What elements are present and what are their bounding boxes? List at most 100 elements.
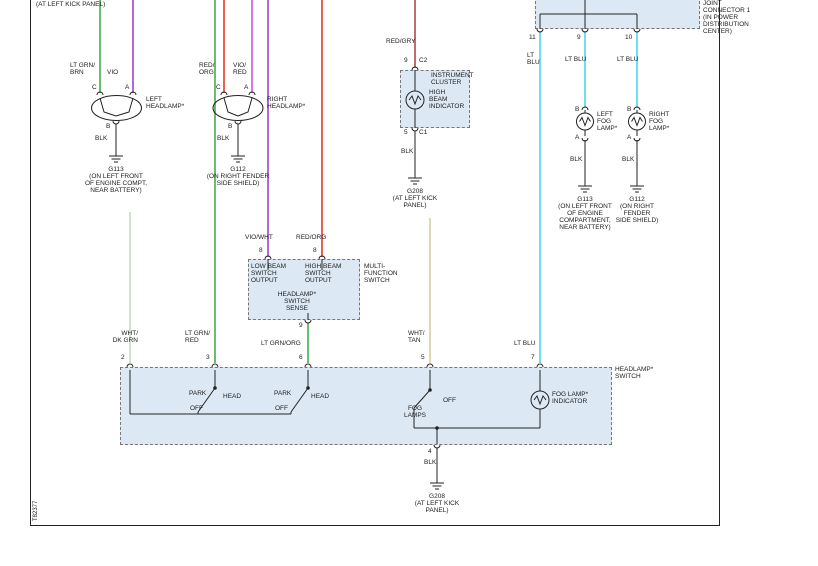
label-line: LAMP* [597,125,618,132]
left-headlamp-pin-c: C [92,84,97,91]
left-fog-pin-a: A [575,134,580,141]
label-line: RIGHT [267,96,288,103]
left-headlamp-pin-b: B [106,123,111,130]
label-line: SWITCH [364,277,390,284]
label-line: LT GRN/ [185,330,211,337]
wire-label-wht-dk-grn: WHT/ DK GRN [104,330,138,344]
label-line: RED [185,337,199,344]
ground-g208-switch: G208 (AT LEFT KICK PANEL) [397,493,477,514]
cluster-pin-5: 5 [404,129,408,136]
label-line: SWITCH [305,270,331,277]
mfs-pin-9: 9 [299,322,303,329]
label-line: LEFT [597,111,613,118]
switch-pin-5: 5 [421,354,425,361]
wire-label-blk-switch: BLK [424,459,437,466]
right-fog-pin-b: B [627,106,632,113]
label-line: LT GRN/ [70,62,96,69]
label-line: DISTRIBUTION [703,21,749,28]
switch-pin-4: 4 [428,448,432,455]
sw2-head-label: HEAD [311,393,330,400]
right-headlamp-pin-b: B [228,123,233,130]
mfs-pin-8-low: 8 [259,247,263,254]
ground-g112-right-fog: G112 (ON RIGHT FENDER SIDE SHIELD) [599,196,675,224]
high-beam-indicator-label: HIGH BEAM INDICATOR [429,89,464,110]
label-line: BEAM [429,96,448,103]
label-line: OUTPUT [305,277,332,284]
switch-pin-6: 6 [299,354,303,361]
label-line: ORG [199,69,214,76]
label-line: FOG [407,405,423,412]
label-line: (AT LEFT KICK [414,500,460,507]
wire-label-blk-right-fog: BLK [622,156,635,163]
ground-g112-right-headlamp: G112 (ON RIGHT FENDER SIDE SHIELD) [198,166,278,187]
right-fog-lamp-label: RIGHT FOG LAMP* [649,111,669,132]
joint-connector-label: JOINT CONNECTOR 1 (IN POWER DISTRIBUTION… [703,0,750,35]
label-line: (ON RIGHT [620,203,654,210]
label-line: G113 [577,196,593,203]
label-line: RED [233,69,247,76]
high-beam-output-label: HIGH BEAM SWITCH OUTPUT [305,263,341,284]
headlamp-switch-symbol [126,363,550,490]
label-line: MULTI- [364,263,386,270]
label-line: BRN [70,69,84,76]
left-headlamp-symbol [91,91,142,163]
page-border [30,0,720,526]
label-line: WHT/ [121,330,138,337]
label-line: HEADLAMP* [146,103,185,110]
label-line: HEADLAMP* [267,103,306,110]
wire-label-red-org-mfs: RED/ORG [296,234,327,241]
left-fog-lamp-symbol [576,106,594,193]
label-line: (ON LEFT FRONT [89,173,143,180]
wire-label-vio-red: VIO/ RED [233,62,247,76]
kick-panel-note: (AT LEFT KICK PANEL) [36,1,106,8]
ground-g208-cluster: G208 (AT LEFT KICK PANEL) [375,188,455,209]
wire-label-lt-grn-brn: LT GRN/ BRN [70,62,95,76]
sw1-park-label: PARK [189,390,207,397]
label-line: SWITCH [251,270,277,277]
label-line: JOINT [703,0,722,7]
label-line: RIGHT [649,111,670,118]
wire-label-lt-blu-pin7: LT BLU [514,340,536,347]
label-line: G208 [407,188,423,195]
right-headlamp-pin-c: C [216,84,221,91]
label-line: CONNECTOR 1 [703,7,751,14]
wire-label-lt-blu-left-fog: LT BLU [565,56,587,63]
right-headlamp-symbol [212,91,264,163]
fog-lamp-indicator-label: FOG LAMP* INDICATOR [552,391,588,405]
label-line: OUTPUT [251,277,278,284]
cluster-conn-c1: C1 [419,129,428,136]
label-line: FOG LAMP* [552,391,589,398]
mfs-pin-8-high: 8 [313,247,317,254]
pin-9: 9 [577,34,581,41]
label-line: NEAR BATTERY) [559,224,611,231]
sw2-park-label: PARK [274,390,292,397]
label-line: SENSE [285,305,309,312]
wire-label-red-org: RED/ ORG [199,62,215,76]
headlamp-switch-sense-label: HEADLAMP* SWITCH SENSE [276,291,318,312]
label-line: TAN [408,337,421,344]
high-beam-indicator-symbol [405,66,425,185]
fog-off-label: OFF [443,397,456,404]
label-line: (IN POWER [703,14,739,21]
wire-label-vio-wht: VIO/WHT [245,234,273,241]
label-line: G113 [108,166,124,173]
wire-label-wht-tan: WHT/ TAN [408,330,425,344]
label-line: FOG [597,118,612,125]
label-line: FOG [649,118,664,125]
wire-label-lt-blu-switch: LT BLU [527,52,540,66]
label-line: G112 [230,166,246,173]
label-line: SIDE SHIELD) [216,180,260,187]
label-line: HEADLAMP* [277,291,317,298]
label-line: SIDE SHIELD) [615,217,659,224]
right-fog-lamp-symbol [628,106,646,193]
label-line: LOW BEAM [251,263,287,270]
sw1-head-label: HEAD [223,393,242,400]
label-line: HIGH [429,89,446,96]
label-line: (ON RIGHT FENDER [206,173,270,180]
label-line: SWITCH [284,298,310,305]
sw2-off-label: OFF [275,405,288,412]
label-line: HEADLAMP* [615,366,654,373]
label-line: LAMP* [649,125,670,132]
ground-g113-left-fog: G113 (ON LEFT FRONT OF ENGINE COMPARTMEN… [547,196,623,231]
